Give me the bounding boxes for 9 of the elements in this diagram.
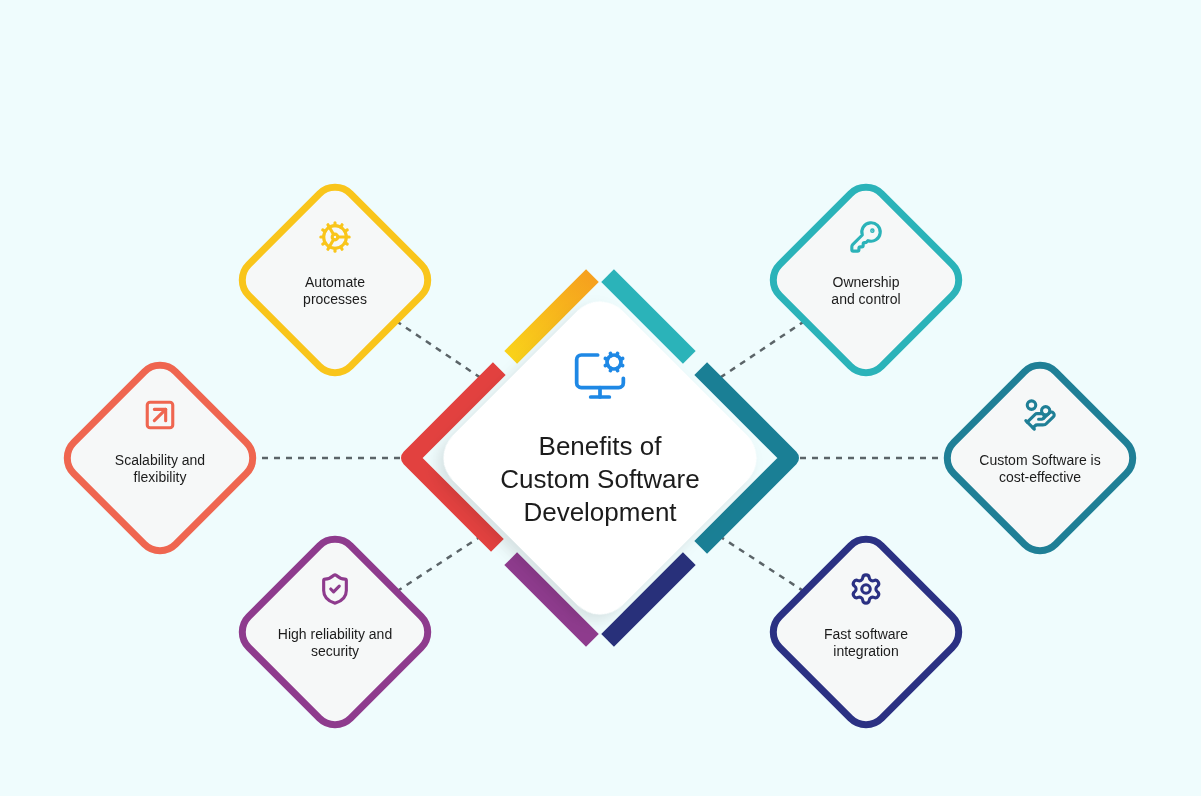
benefit-label: Ownership and control: [830, 274, 902, 308]
dashed-connector: [262, 456, 402, 460]
benefit-label: Scalability and flexibility: [113, 452, 207, 486]
benefit-label: High reliability and security: [276, 626, 394, 660]
benefit-label: Fast software integration: [823, 626, 909, 660]
hub-title: Benefits of Custom Software Development: [499, 430, 701, 529]
benefit-label: Automate processes: [302, 274, 368, 308]
benefit-label: Custom Software is cost-effective: [978, 452, 1102, 486]
dashed-connector: [798, 456, 938, 460]
